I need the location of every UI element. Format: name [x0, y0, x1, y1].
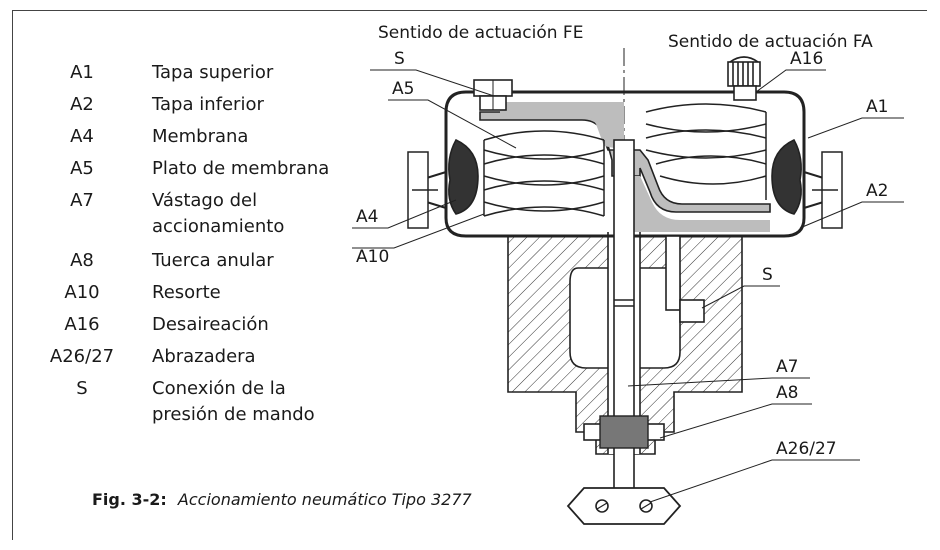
leader-a7 — [627, 377, 810, 387]
caption-title: Accionamiento neumático Tipo 3277 — [177, 490, 473, 509]
upper-cover — [444, 90, 806, 190]
legend-code-a5: A5 — [70, 158, 94, 179]
legend-label-a16: Desaireación — [152, 314, 269, 335]
callout-a16: A16 — [790, 49, 823, 69]
callout-a5: A5 — [392, 79, 414, 99]
actuator-drawing — [407, 48, 843, 525]
right-spring — [645, 103, 767, 200]
figure-frame — [12, 10, 927, 540]
callout-a26-27: A26/27 — [776, 439, 837, 459]
right-membrane-bulb — [771, 138, 802, 215]
legend-code-a1: A1 — [70, 62, 94, 83]
legend-code-a8: A8 — [70, 250, 94, 271]
leader-a26 — [649, 459, 860, 503]
leader-a8 — [659, 403, 812, 439]
legend-label-a26-27: Abrazadera — [152, 346, 256, 367]
membrane-shading-right — [624, 176, 770, 232]
membrane-shading-left — [500, 102, 624, 150]
ring-nut — [583, 415, 665, 449]
callout-a2: A2 — [866, 181, 888, 201]
leader-a1 — [807, 117, 904, 139]
leader-s-side — [701, 285, 780, 309]
heading-fa: Sentido de actuación FA — [668, 32, 873, 52]
legend-label-s-line1: Conexión de la — [152, 378, 286, 399]
figure-caption: Fig. 3-2: Accionamiento neumático Tipo 3… — [92, 490, 473, 509]
legend-code-a7: A7 — [70, 190, 94, 211]
leader-a5 — [388, 99, 517, 149]
callout-s-side: S — [762, 265, 773, 285]
leader-s-top — [370, 69, 495, 97]
clamp — [566, 487, 682, 525]
caption-number: Fig. 3-2: — [92, 490, 167, 509]
legend-code-a10: A10 — [64, 282, 99, 303]
legend-code-a16: A16 — [64, 314, 99, 335]
callout-a1: A1 — [866, 97, 888, 117]
left-spring — [483, 130, 605, 217]
port-s-top — [473, 79, 513, 111]
callout-s-top: S — [394, 49, 405, 69]
legend-label-a10: Resorte — [152, 282, 221, 303]
leader-a10 — [352, 213, 485, 249]
leader-a2 — [799, 201, 904, 229]
heading-fe: Sentido de actuación FE — [378, 23, 583, 43]
legend: A1 Tapa superior A2 Tapa inferior A4 Mem… — [50, 62, 329, 425]
callout-labels: S A5 A4 A10 A16 A1 A2 S A7 A8 A26/27 — [356, 49, 888, 459]
legend-label-a4: Membrana — [152, 126, 248, 147]
legend-label-a1: Tapa superior — [151, 62, 274, 83]
legend-code-a4: A4 — [70, 126, 94, 147]
callout-a4: A4 — [356, 207, 378, 227]
leader-a4 — [352, 199, 457, 229]
leader-a16 — [755, 69, 826, 93]
leader-lines — [352, 69, 904, 503]
legend-label-a7-line1: Vástago del — [152, 190, 257, 211]
callout-a8: A8 — [776, 383, 798, 403]
left-membrane-bulb — [448, 138, 479, 215]
legend-code-a2: A2 — [70, 94, 94, 115]
legend-code-s: S — [76, 378, 87, 399]
legend-label-a7-line2: accionamiento — [152, 216, 284, 237]
callout-a7: A7 — [776, 357, 798, 377]
port-s-side — [665, 235, 705, 323]
vent-a16 — [727, 56, 761, 101]
legend-label-a2: Tapa inferior — [151, 94, 264, 115]
callout-a10: A10 — [356, 247, 389, 267]
legend-label-a5: Plato de membrana — [152, 158, 329, 179]
legend-label-a8: Tuerca anular — [151, 250, 274, 271]
legend-label-s-line2: presión de mando — [152, 404, 315, 425]
legend-code-a26-27: A26/27 — [50, 346, 114, 367]
